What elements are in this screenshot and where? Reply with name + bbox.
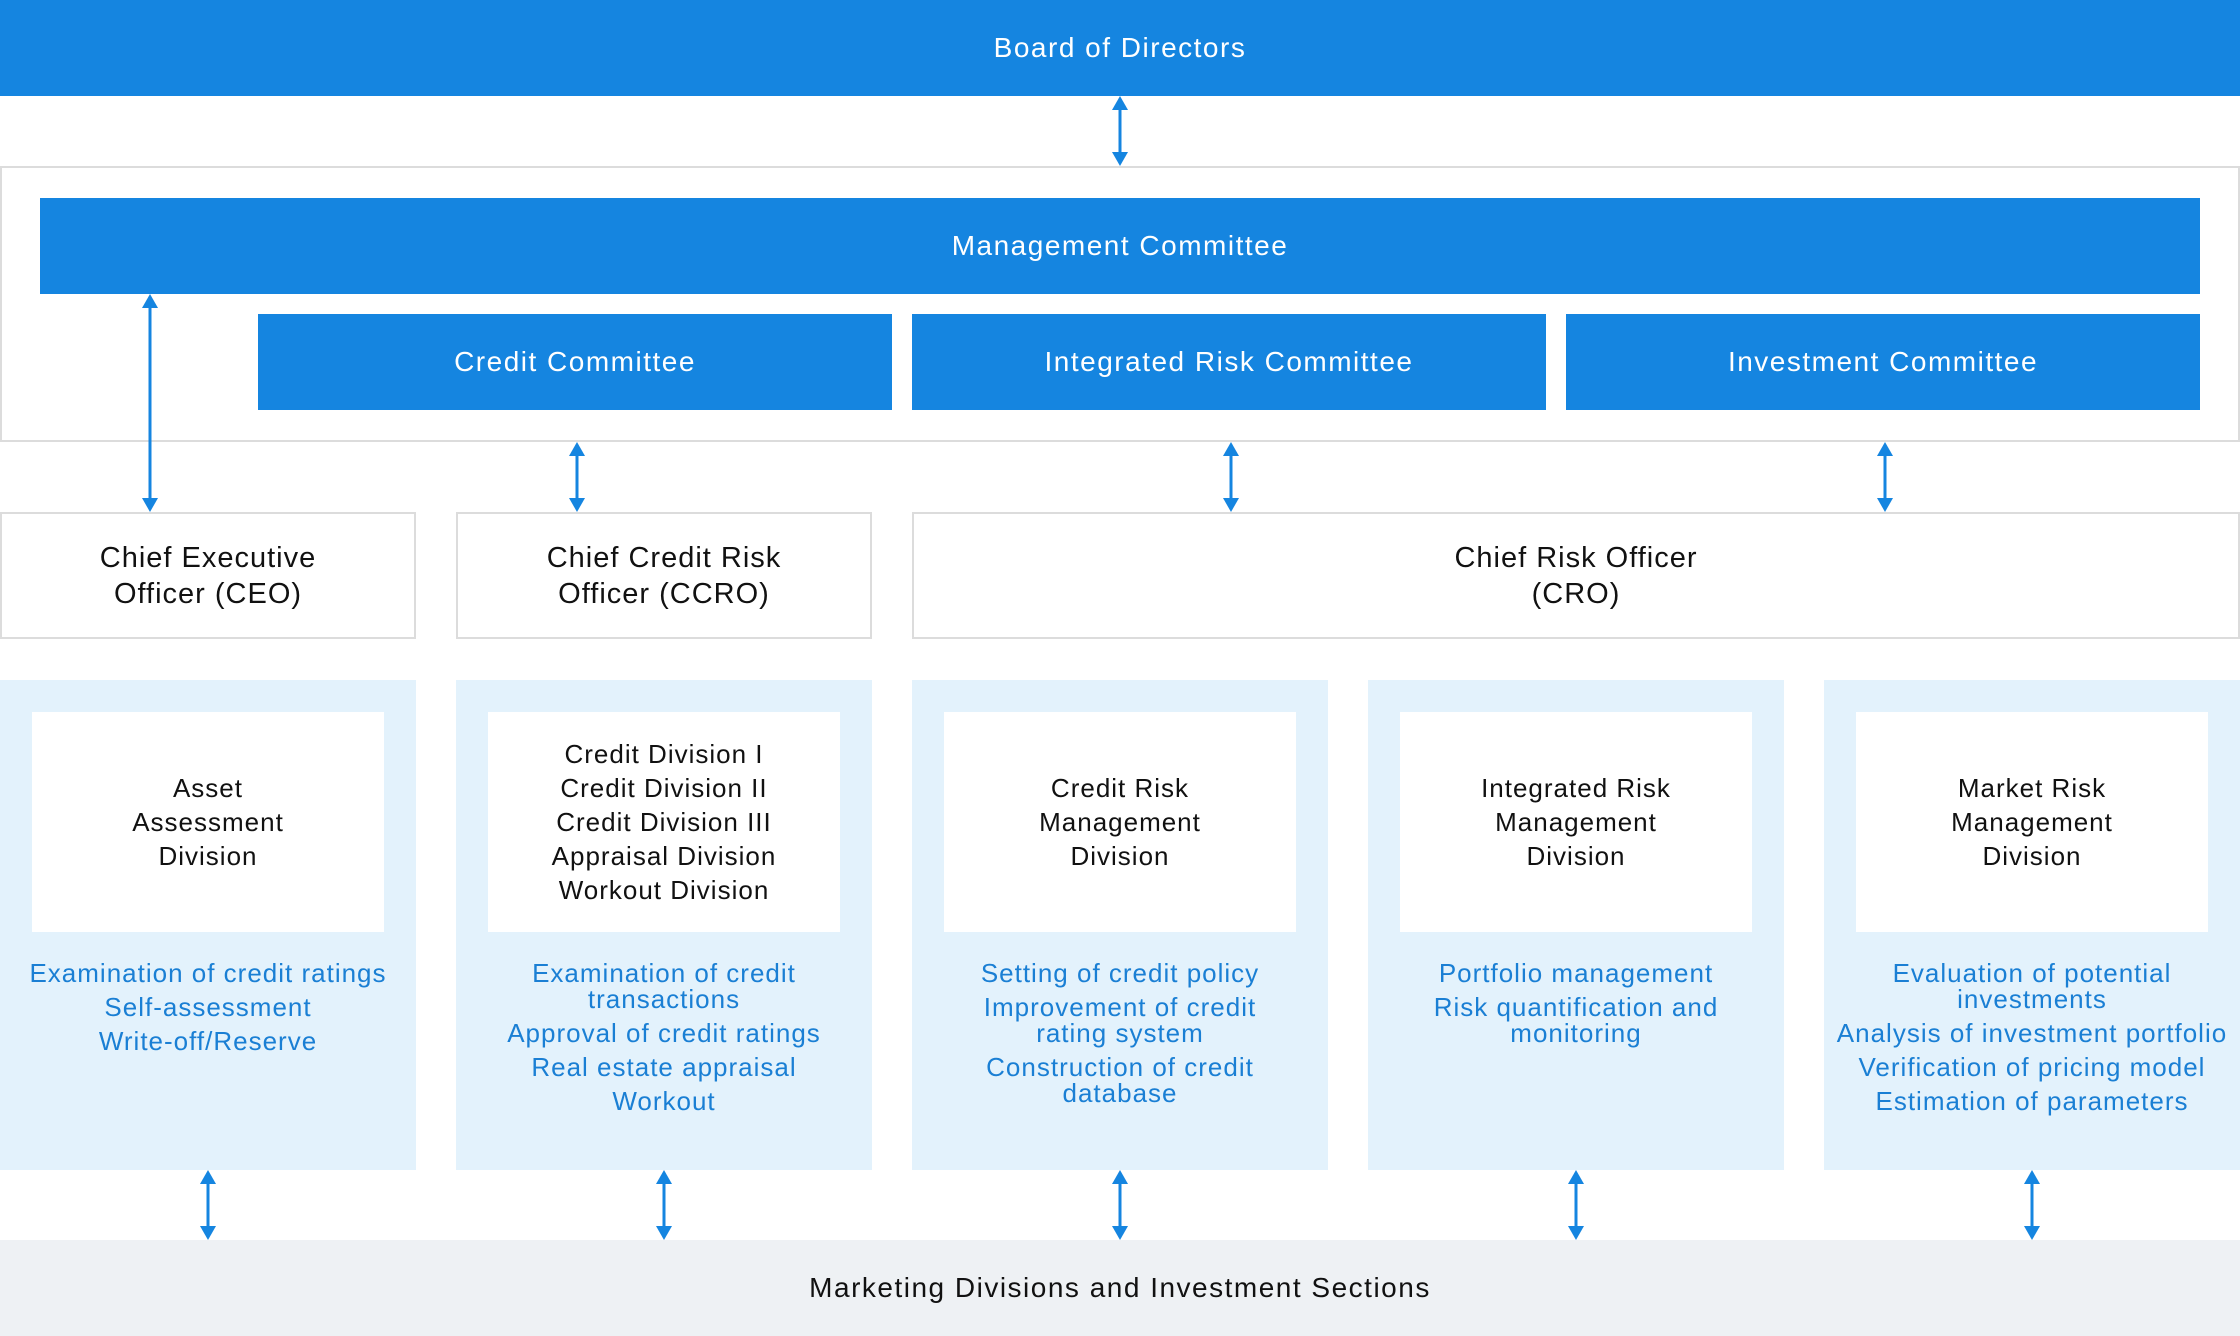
investment-committee: Investment Committee bbox=[1566, 314, 2200, 410]
arrow-integrated-risk-cro bbox=[1223, 442, 1239, 512]
task-item: Improvement of credit rating system bbox=[983, 992, 1257, 1048]
investment-committee-label: Investment Committee bbox=[1727, 346, 2039, 377]
arrow-division-5-bottom bbox=[2024, 1170, 2040, 1240]
integrated-risk-committee: Integrated Risk Committee bbox=[912, 314, 1546, 410]
division-name-line: Workout Division bbox=[558, 875, 770, 905]
integrated-risk-committee-label: Integrated Risk Committee bbox=[1044, 346, 1414, 377]
task-list: Evaluation of potential investments Anal… bbox=[1836, 960, 2228, 1122]
arrow-division-1-bottom bbox=[200, 1170, 216, 1240]
management-committee-label: Management Committee bbox=[951, 230, 1289, 261]
division-column-market-risk-management: Market Risk Management Division Evaluati… bbox=[1824, 680, 2240, 1170]
officer-ceo: Chief Executive Officer (CEO) bbox=[0, 512, 416, 639]
division-box: Credit Risk Management Division bbox=[944, 712, 1296, 932]
division-name-line: Division bbox=[1982, 841, 2082, 871]
division-name-line: Market Risk bbox=[1957, 773, 2107, 803]
division-name-line: Credit Division III bbox=[556, 807, 772, 837]
bottom-label: Marketing Divisions and Investment Secti… bbox=[809, 1272, 1431, 1303]
task-item: Workout bbox=[612, 1086, 716, 1116]
division-name-line: Integrated Risk bbox=[1481, 773, 1671, 803]
division-name-line: Management bbox=[1039, 807, 1201, 837]
management-committee: Management Committee bbox=[40, 198, 2200, 294]
officer-ccro: Chief Credit Risk Officer (CCRO) bbox=[456, 512, 872, 639]
arrow-division-3-bottom bbox=[1112, 1170, 1128, 1240]
division-column-asset-assessment: Asset Assessment Division Examination of… bbox=[0, 680, 416, 1170]
board-label: Board of Directors bbox=[993, 32, 1247, 63]
marketing-investment-sections: Marketing Divisions and Investment Secti… bbox=[0, 1240, 2240, 1336]
division-name-line: Division bbox=[1070, 841, 1170, 871]
division-column-credit-divisions: Credit Division I Credit Division II Cre… bbox=[456, 680, 872, 1170]
division-box: Credit Division I Credit Division II Cre… bbox=[488, 712, 840, 932]
arrow-board-management bbox=[1112, 96, 1128, 166]
division-column-credit-risk-management: Credit Risk Management Division Setting … bbox=[912, 680, 1328, 1170]
arrow-division-4-bottom bbox=[1568, 1170, 1584, 1240]
division-name-line: Management bbox=[1951, 807, 2113, 837]
arrow-management-ceo bbox=[142, 294, 158, 512]
division-name-line: Credit Risk bbox=[1050, 773, 1190, 803]
board-of-directors: Board of Directors bbox=[0, 0, 2240, 96]
division-name-line: Management bbox=[1495, 807, 1657, 837]
division-name-line: Division bbox=[158, 841, 258, 871]
division-name-line: Asset bbox=[172, 773, 243, 803]
officer-cro: Chief Risk Officer (CRO) bbox=[912, 512, 2240, 639]
task-item: Setting of credit policy bbox=[980, 958, 1260, 988]
division-name-line: Assessment bbox=[132, 807, 284, 837]
task-item: Examination of credit transactions bbox=[532, 958, 796, 1014]
task-item: Estimation of parameters bbox=[1875, 1086, 2189, 1116]
arrow-division-2-bottom bbox=[656, 1170, 672, 1240]
task-item: Analysis of investment portfolio bbox=[1836, 1018, 2228, 1048]
task-item: Real estate appraisal bbox=[531, 1052, 797, 1082]
task-item: Self-assessment bbox=[104, 992, 312, 1022]
officer-cro-label: Chief Risk Officer (CRO) bbox=[1454, 541, 1698, 610]
task-list: Examination of credit transactions Appro… bbox=[496, 960, 832, 1122]
task-item: Verification of pricing model bbox=[1858, 1052, 2206, 1082]
task-list: Portfolio management Risk quantification… bbox=[1408, 960, 1744, 1054]
arrow-credit-committee-ccro bbox=[569, 442, 585, 512]
task-item: Portfolio management bbox=[1438, 958, 1714, 988]
task-item: Write-off/Reserve bbox=[98, 1026, 318, 1056]
credit-committee: Credit Committee bbox=[258, 314, 892, 410]
task-item: Approval of credit ratings bbox=[507, 1018, 821, 1048]
officer-ccro-label: Chief Credit Risk Officer (CCRO) bbox=[546, 541, 782, 610]
arrow-investment-cro bbox=[1877, 442, 1893, 512]
division-name-line: Credit Division II bbox=[560, 773, 768, 803]
credit-committee-label: Credit Committee bbox=[454, 346, 696, 377]
task-item: Examination of credit ratings bbox=[29, 958, 387, 988]
division-name-line: Appraisal Division bbox=[551, 841, 777, 871]
task-list: Setting of credit policy Improvement of … bbox=[962, 960, 1278, 1114]
division-column-integrated-risk-management: Integrated Risk Management Division Port… bbox=[1368, 680, 1784, 1170]
task-item: Risk quantification and monitoring bbox=[1433, 992, 1719, 1048]
officer-ceo-label: Chief Executive Officer (CEO) bbox=[99, 541, 317, 610]
division-box: Asset Assessment Division bbox=[32, 712, 384, 932]
task-item: Evaluation of potential investments bbox=[1892, 958, 2172, 1014]
division-box: Market Risk Management Division bbox=[1856, 712, 2208, 932]
task-item: Construction of credit database bbox=[986, 1052, 1254, 1108]
task-list: Examination of credit ratings Self-asses… bbox=[10, 960, 406, 1062]
division-box: Integrated Risk Management Division bbox=[1400, 712, 1752, 932]
division-name-line: Credit Division I bbox=[564, 739, 764, 769]
division-name-line: Division bbox=[1526, 841, 1626, 871]
